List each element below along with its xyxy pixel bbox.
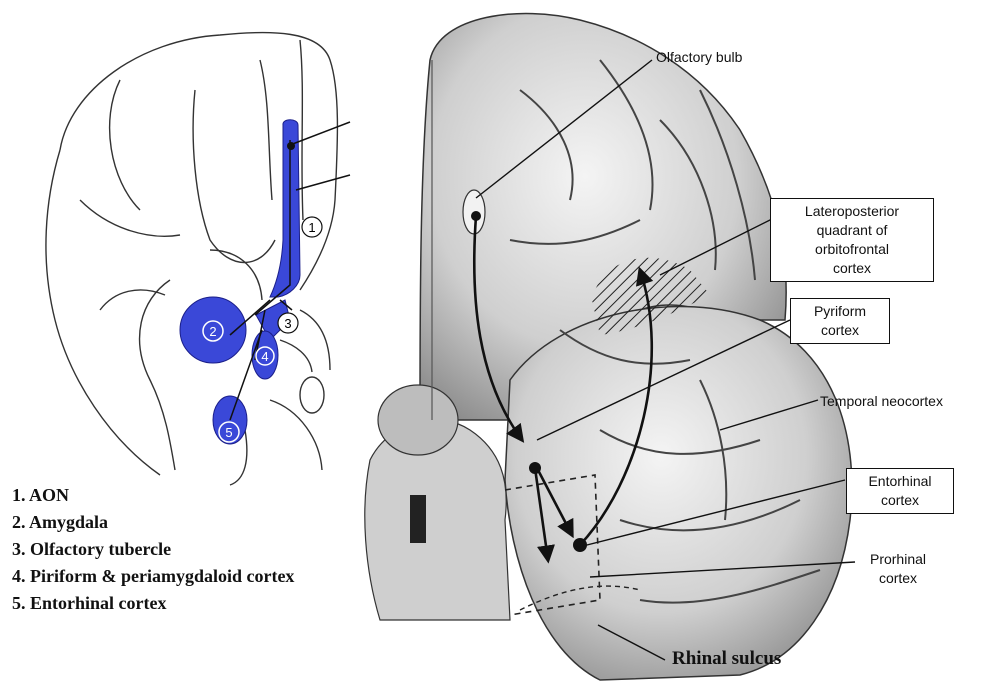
legend-item-entorhinal: 5. Entorhinal cortex [12, 590, 294, 617]
svg-text:3: 3 [284, 316, 291, 331]
legend: 1. AON 2. Amygdala 3. Olfactory tubercle… [12, 482, 294, 617]
aon-dot [287, 142, 295, 150]
highlight-branches [230, 122, 350, 420]
marker-2: 2 [203, 321, 223, 341]
legend-item-piriform: 4. Piriform & periamygdaloid cortex [12, 563, 294, 590]
label-temporal-neocortex: Temporal neocortex [820, 392, 943, 411]
marker-4: 4 [256, 347, 274, 365]
label-lateroposterior: Lateroposterior quadrant of orbitofronta… [770, 198, 934, 282]
legend-item-aon: 1. AON [12, 482, 294, 509]
label-prorhinal: Prorhinal cortex [852, 550, 944, 588]
svg-text:2: 2 [209, 324, 216, 339]
svg-text:1: 1 [308, 220, 315, 235]
label-olfactory-bulb: Olfactory bulb [656, 48, 742, 67]
svg-text:5: 5 [225, 425, 232, 440]
right-brain-illustration [365, 13, 852, 680]
midline-groove [410, 495, 426, 543]
marker-1: 1 [302, 217, 322, 237]
legend-item-amygdala: 2. Amygdala [12, 509, 294, 536]
label-rhinal-sulcus: Rhinal sulcus [672, 648, 781, 670]
olfactory-projection-highlight [180, 120, 300, 444]
marker-5: 5 [219, 422, 239, 442]
label-pyriform: Pyriform cortex [790, 298, 890, 344]
svg-text:4: 4 [261, 349, 268, 364]
legend-item-olfactory-tubercle: 3. Olfactory tubercle [12, 536, 294, 563]
label-entorhinal: Entorhinal cortex [846, 468, 954, 514]
pons [378, 385, 458, 455]
marker-3: 3 [278, 313, 298, 333]
